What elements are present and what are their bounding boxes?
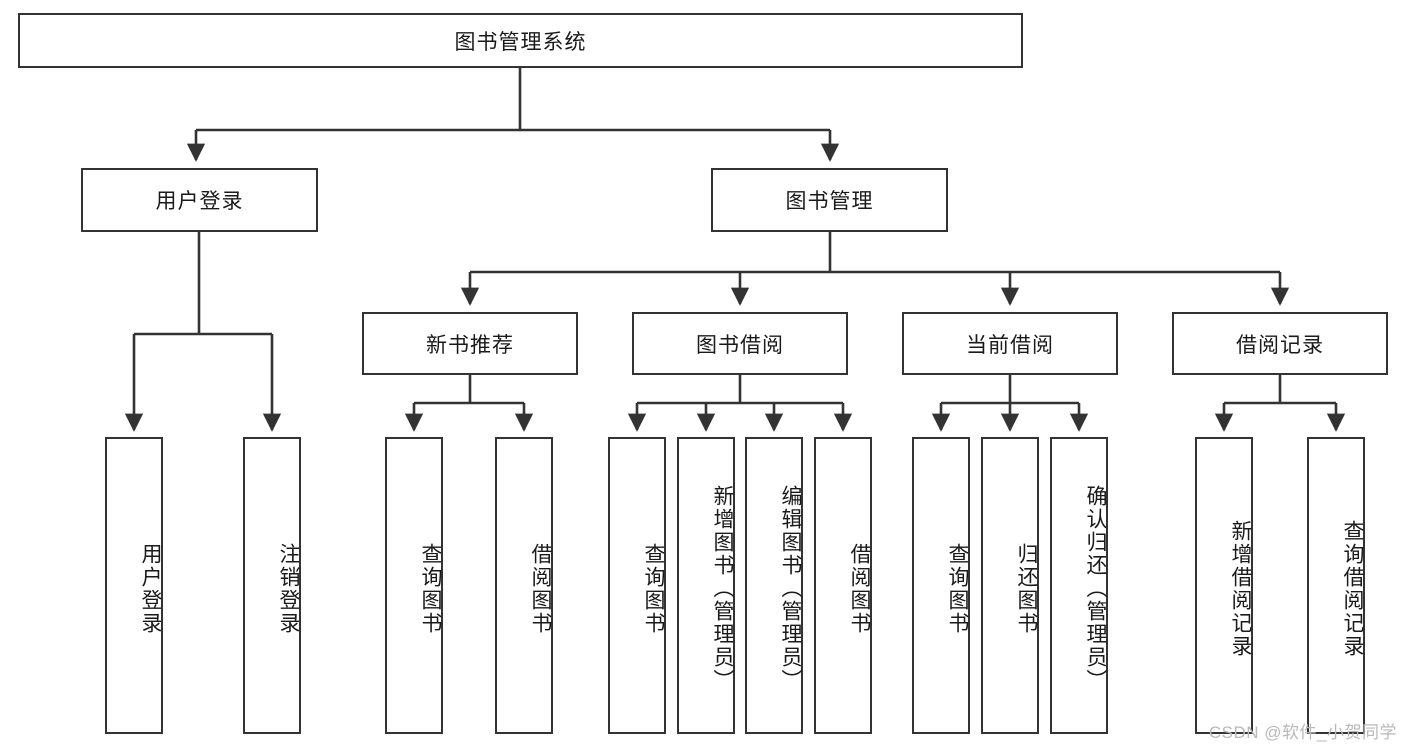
node-borrowing-record[interactable]: 借阅记录 bbox=[1172, 312, 1388, 375]
node-label: 新增借阅记录 bbox=[1229, 519, 1252, 658]
node-label: 查询图书 bbox=[419, 542, 442, 635]
leaf-query-books-rec[interactable]: 查询图书 bbox=[385, 437, 443, 734]
leaf-query-books-borrow[interactable]: 查询图书 bbox=[608, 437, 666, 734]
node-label: 编辑图书（管理员） bbox=[779, 485, 802, 692]
leaf-query-borrow-record[interactable]: 查询借阅记录 bbox=[1307, 437, 1365, 734]
node-label: 查询图书 bbox=[642, 542, 665, 635]
node-label: 图书借阅 bbox=[696, 333, 784, 357]
node-new-book-recommendation[interactable]: 新书推荐 bbox=[362, 312, 578, 375]
leaf-user-login[interactable]: 用户登录 bbox=[105, 437, 163, 734]
node-label: 确认归还（管理员） bbox=[1084, 485, 1107, 692]
node-label: 图书管理 bbox=[785, 190, 874, 213]
leaf-confirm-return-admin[interactable]: 确认归还（管理员） bbox=[1050, 437, 1108, 734]
node-label: 借阅图书 bbox=[848, 542, 871, 635]
leaf-add-book-admin[interactable]: 新增图书（管理员） bbox=[677, 437, 735, 734]
node-current-borrowing[interactable]: 当前借阅 bbox=[902, 312, 1118, 375]
node-label: 注销登录 bbox=[277, 542, 300, 635]
leaf-return-books[interactable]: 归还图书 bbox=[981, 437, 1039, 734]
watermark-csdn: CSDN @软件_小贺同学 bbox=[1208, 723, 1397, 742]
leaf-add-borrow-record[interactable]: 新增借阅记录 bbox=[1195, 437, 1253, 734]
node-label: 借阅图书 bbox=[529, 542, 552, 635]
node-label: 新书推荐 bbox=[426, 333, 514, 357]
node-label: 图书管理系统 bbox=[454, 30, 587, 54]
node-user-login[interactable]: 用户登录 bbox=[81, 168, 318, 232]
node-root-book-management-system[interactable]: 图书管理系统 bbox=[18, 13, 1023, 68]
node-label: 查询图书 bbox=[946, 542, 969, 635]
leaf-logout[interactable]: 注销登录 bbox=[243, 437, 301, 734]
node-label: 归还图书 bbox=[1015, 542, 1038, 635]
leaf-borrow-books[interactable]: 借阅图书 bbox=[814, 437, 872, 734]
node-label: 借阅记录 bbox=[1236, 333, 1324, 357]
node-book-management[interactable]: 图书管理 bbox=[711, 168, 948, 232]
leaf-query-books-current[interactable]: 查询图书 bbox=[912, 437, 970, 734]
node-book-borrowing[interactable]: 图书借阅 bbox=[632, 312, 848, 375]
node-label: 用户登录 bbox=[155, 190, 244, 213]
node-label: 当前借阅 bbox=[966, 333, 1054, 357]
leaf-borrow-books-rec[interactable]: 借阅图书 bbox=[495, 437, 553, 734]
node-label: 用户登录 bbox=[139, 542, 162, 635]
node-label: 查询借阅记录 bbox=[1341, 519, 1364, 658]
node-label: 新增图书（管理员） bbox=[711, 485, 734, 692]
leaf-edit-book-admin[interactable]: 编辑图书（管理员） bbox=[745, 437, 803, 734]
